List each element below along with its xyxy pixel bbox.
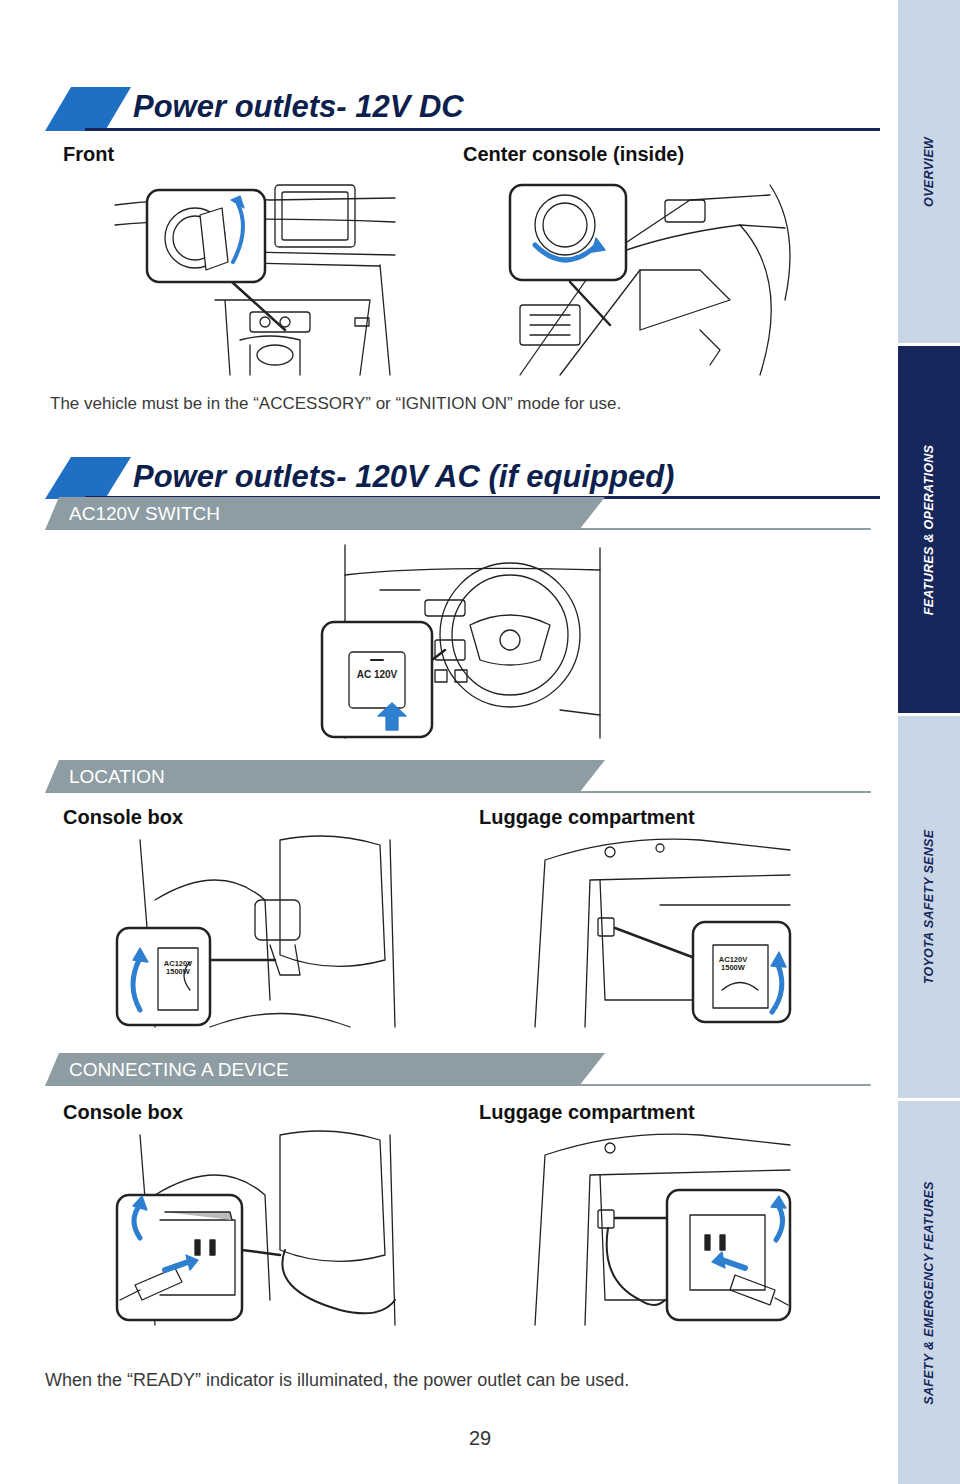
band-text: AC120V SWITCH — [45, 497, 605, 530]
console-box-drawing — [117, 836, 395, 1027]
page-number: 29 — [445, 1428, 515, 1449]
chapter-tab: FEATURES & OPERATIONS — [898, 346, 960, 713]
band-fill — [45, 1053, 605, 1086]
view-caption: Console box — [63, 1100, 183, 1124]
chapter-tab: TOYOTA SAFETY SENSE — [898, 716, 960, 1098]
switch-marking: AC 120V — [354, 670, 400, 681]
view-caption: Luggage compartment — [479, 805, 695, 829]
center-console-drawing — [510, 185, 790, 375]
subsection-band: AC120V SWITCH — [45, 497, 605, 530]
band-text: CONNECTING A DEVICE — [45, 1053, 605, 1086]
heading-text: Power outlets- 12V DC — [45, 85, 880, 129]
band-fill — [45, 760, 605, 793]
view-caption: Luggage compartment — [479, 1100, 695, 1124]
luggage-drawing — [535, 839, 790, 1027]
subsection-band: CONNECTING A DEVICE — [45, 1053, 605, 1086]
chapter-tab: SAFETY & EMERGENCY FEATURES — [898, 1101, 960, 1484]
heading-rule — [85, 128, 880, 131]
chapter-tab: OVERVIEW — [898, 0, 960, 343]
tab-label: FEATURES & OPERATIONS — [922, 444, 936, 614]
view-caption: Front — [63, 142, 114, 166]
tab-label: TOYOTA SAFETY SENSE — [922, 830, 936, 985]
section-heading: Power outlets- 120V AC (if equipped) — [45, 455, 880, 499]
subsection-band: LOCATION — [45, 760, 605, 793]
tab-label: OVERVIEW — [922, 137, 936, 207]
luggage-connect-drawing — [535, 1134, 790, 1325]
heading-accent — [45, 87, 131, 131]
band-text: LOCATION — [45, 760, 605, 793]
outlet-marking: AC120V 1500W — [715, 956, 751, 972]
outlet-marking: AC120V 1500W — [160, 960, 196, 976]
heading-accent — [45, 457, 131, 499]
band-fill — [45, 497, 605, 530]
console-connect-drawing — [117, 1131, 395, 1325]
front-dash-drawing — [115, 185, 395, 375]
view-caption: Center console (inside) — [463, 142, 684, 166]
note-text: The vehicle must be in the “ACCESSORY” o… — [50, 394, 621, 414]
section-heading: Power outlets- 12V DC — [45, 85, 880, 131]
switch-drawing — [322, 545, 600, 738]
note-text: When the “READY” indicator is illuminate… — [45, 1370, 629, 1392]
heading-text: Power outlets- 120V AC (if equipped) — [45, 455, 880, 499]
view-caption: Console box — [63, 805, 183, 829]
tab-label: SAFETY & EMERGENCY FEATURES — [922, 1181, 936, 1404]
